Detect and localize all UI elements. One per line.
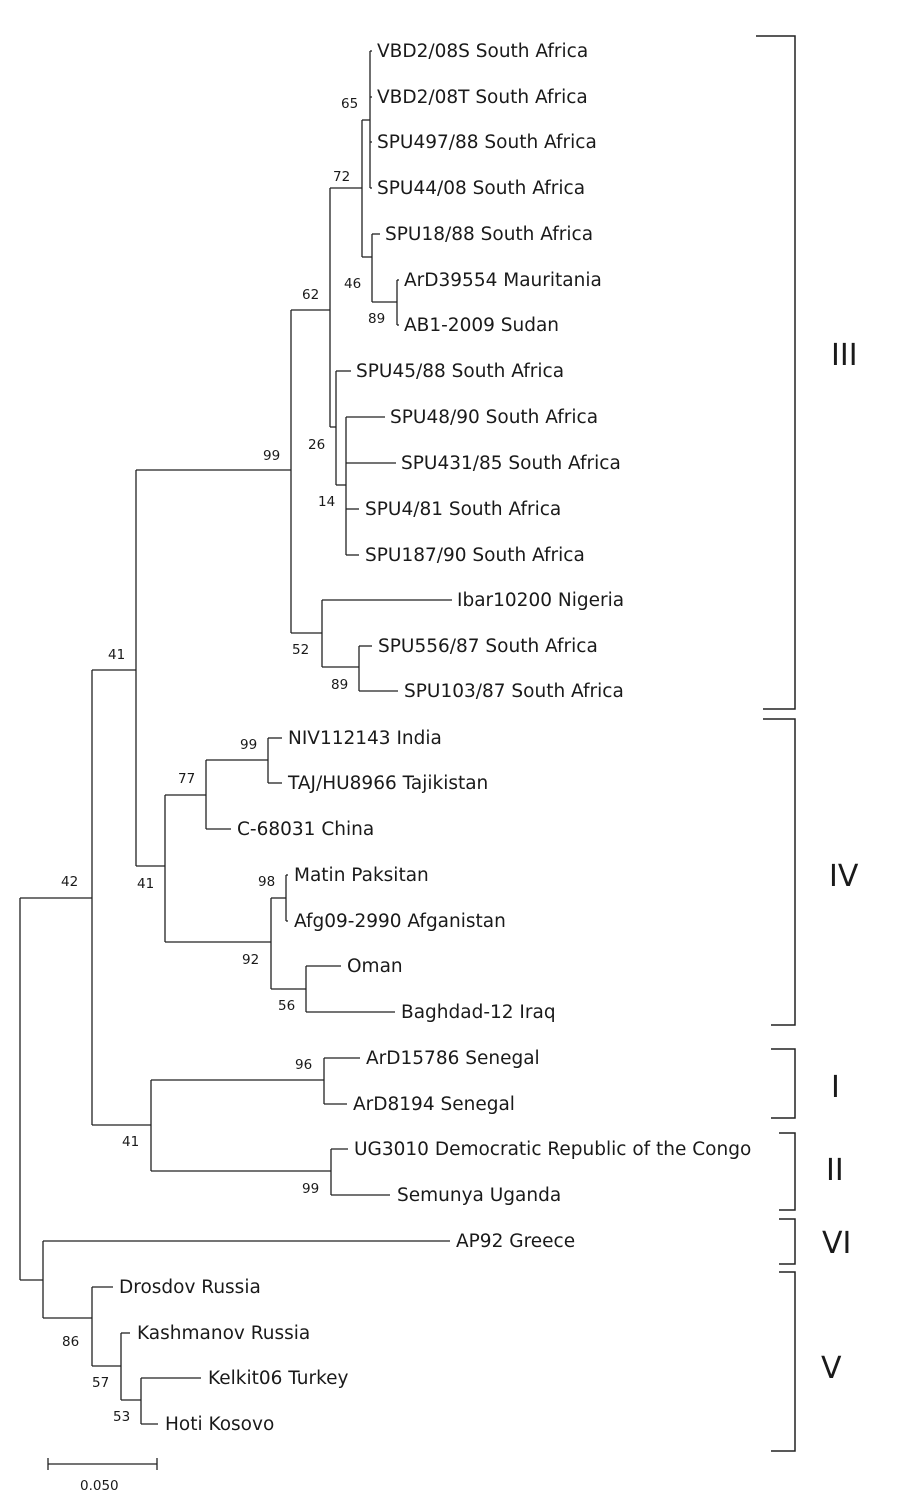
bootstrap-value: 89 bbox=[368, 311, 385, 327]
bootstrap-value: 89 bbox=[331, 677, 348, 693]
taxon-label: Oman bbox=[347, 956, 403, 977]
scale-bar: 0.050 bbox=[47, 1458, 158, 1494]
bootstrap-value: 98 bbox=[258, 874, 275, 890]
taxon-label: ArD15786 Senegal bbox=[366, 1048, 540, 1069]
taxon-label: ArD8194 Senegal bbox=[353, 1094, 515, 1115]
bootstrap-value: 57 bbox=[92, 1375, 109, 1391]
bootstrap-value: 53 bbox=[113, 1409, 130, 1425]
taxon-label: TAJ/HU8966 Tajikistan bbox=[287, 773, 488, 794]
clade-bracket-II bbox=[779, 1132, 796, 1211]
taxon-label: UG3010 Democratic Republic of the Congo bbox=[354, 1139, 751, 1160]
bootstrap-value: 56 bbox=[278, 998, 295, 1014]
bootstrap-value: 86 bbox=[62, 1334, 79, 1350]
clade-bracket-VI bbox=[779, 1218, 796, 1265]
clade-label-II: II bbox=[826, 1153, 844, 1188]
bootstrap-value: 26 bbox=[308, 437, 325, 453]
bootstrap-value: 77 bbox=[178, 771, 195, 787]
taxon-label: SPU556/87 South Africa bbox=[378, 636, 598, 657]
taxon-label: Baghdad-12 Iraq bbox=[401, 1002, 556, 1023]
taxon-label: SPU103/87 South Africa bbox=[404, 681, 624, 702]
bootstrap-value: 99 bbox=[240, 737, 257, 753]
clade-bracket-I bbox=[771, 1048, 796, 1119]
taxon-label: Kashmanov Russia bbox=[137, 1323, 310, 1344]
clade-label-VI: VI bbox=[822, 1226, 851, 1261]
taxon-label: VBD2/08S South Africa bbox=[377, 41, 588, 62]
bootstrap-value: 41 bbox=[122, 1134, 139, 1150]
bootstrap-value: 72 bbox=[333, 169, 350, 185]
bootstrap-value: 52 bbox=[292, 642, 309, 658]
taxon-label: ArD39554 Mauritania bbox=[404, 270, 602, 291]
taxon-label: NIV112143 India bbox=[288, 728, 442, 749]
tree-branches bbox=[19, 50, 452, 1425]
bootstrap-value: 99 bbox=[302, 1181, 319, 1197]
clade-label-IV: IV bbox=[829, 859, 859, 894]
taxon-label: Kelkit06 Turkey bbox=[208, 1368, 349, 1389]
taxon-label: AB1-2009 Sudan bbox=[404, 315, 559, 336]
taxon-label: AP92 Greece bbox=[456, 1231, 575, 1252]
bootstrap-value: 41 bbox=[137, 876, 154, 892]
taxon-label: Matin Paksitan bbox=[294, 865, 429, 886]
clade-labels: III IV I II VI V bbox=[821, 338, 859, 1386]
taxon-label: VBD2/08T South Africa bbox=[377, 87, 588, 108]
taxon-label: SPU44/08 South Africa bbox=[377, 178, 585, 199]
taxon-label: SPU45/88 South Africa bbox=[356, 361, 564, 382]
taxon-label: SPU4/81 South Africa bbox=[365, 499, 561, 520]
scale-bar-label: 0.050 bbox=[80, 1478, 119, 1494]
bootstrap-value: 46 bbox=[344, 276, 361, 292]
taxon-label: SPU18/88 South Africa bbox=[385, 224, 593, 245]
bootstrap-value: 96 bbox=[295, 1057, 312, 1073]
taxon-label: Ibar10200 Nigeria bbox=[457, 590, 624, 611]
taxon-label: Drosdov Russia bbox=[119, 1277, 261, 1298]
leaf-labels: VBD2/08S South Africa VBD2/08T South Afr… bbox=[119, 41, 751, 1435]
taxon-label: SPU431/85 South Africa bbox=[401, 453, 621, 474]
clade-bracket-III bbox=[756, 35, 796, 710]
taxon-label: Hoti Kosovo bbox=[165, 1414, 274, 1435]
taxon-label: SPU48/90 South Africa bbox=[390, 407, 598, 428]
bootstrap-value: 42 bbox=[61, 874, 78, 890]
bootstrap-values: 65 72 46 89 62 26 14 99 52 89 41 99 77 4… bbox=[61, 96, 385, 1425]
bootstrap-value: 92 bbox=[242, 952, 259, 968]
bootstrap-value: 65 bbox=[341, 96, 358, 112]
bootstrap-value: 14 bbox=[318, 494, 335, 510]
bootstrap-value: 62 bbox=[302, 287, 319, 303]
clade-brackets bbox=[756, 35, 796, 1452]
clade-bracket-V bbox=[771, 1271, 796, 1452]
taxon-label: C-68031 China bbox=[237, 819, 374, 840]
clade-bracket-IV bbox=[763, 718, 796, 1026]
bootstrap-value: 99 bbox=[263, 448, 280, 464]
taxon-label: SPU187/90 South Africa bbox=[365, 545, 585, 566]
clade-label-V: V bbox=[821, 1351, 842, 1386]
taxon-label: Semunya Uganda bbox=[397, 1185, 561, 1206]
taxon-label: Afg09-2990 Afganistan bbox=[294, 911, 506, 932]
bootstrap-value: 41 bbox=[108, 647, 125, 663]
taxon-label: SPU497/88 South Africa bbox=[377, 132, 597, 153]
clade-label-III: III bbox=[831, 338, 858, 373]
clade-label-I: I bbox=[831, 1070, 840, 1105]
